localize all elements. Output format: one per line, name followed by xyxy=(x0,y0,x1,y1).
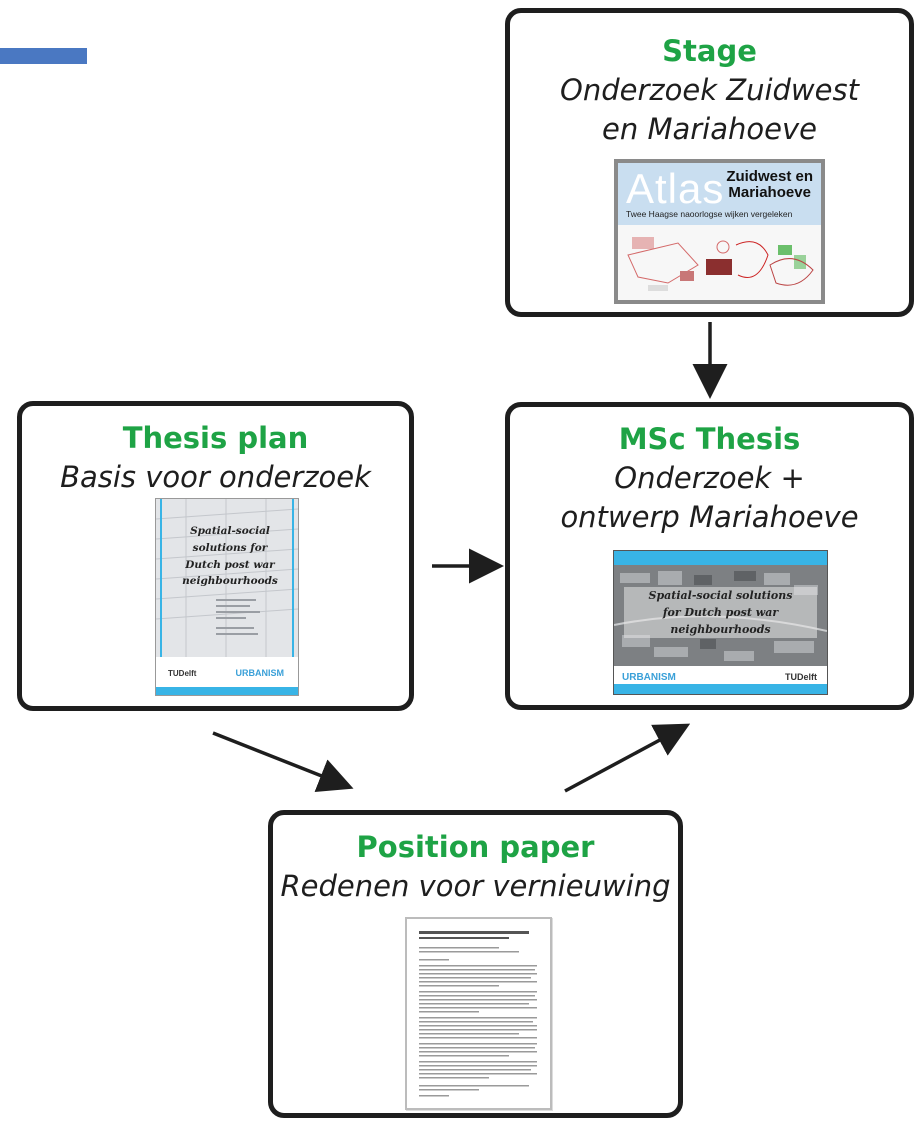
atlas-subtitle: Twee Haagse naoorlogse wijken vergeleken xyxy=(626,209,793,219)
stage-title: Stage xyxy=(662,34,757,68)
msc-title: MSc Thesis xyxy=(618,422,801,456)
plan-urbanism-logo: URBANISM xyxy=(235,668,285,678)
plan-cover-title-line2: solutions for xyxy=(192,541,268,554)
msc-subtitle-line1: Onderzoek + xyxy=(614,460,805,495)
plan-cover-bottom-bar xyxy=(156,687,298,695)
msc-cover-logo-strip xyxy=(614,666,827,684)
atlas-cover-image: Atlas Zuidwest en Mariahoeve Twee Haagse… xyxy=(614,159,825,304)
accent-bar xyxy=(0,48,87,64)
atlas-name-line1: Zuidwest en xyxy=(726,168,813,185)
msc-cover-title: Spatial-social solutions for Dutch post … xyxy=(624,587,817,639)
plan-cover-title-line4: neighbourhoods xyxy=(182,575,278,588)
atlas-name-line2: Mariahoeve xyxy=(728,183,811,201)
msc-cover-bottom-bar xyxy=(614,684,827,694)
position-paper-page-image xyxy=(405,917,552,1110)
atlas-map-graphic xyxy=(627,237,814,291)
paper-text-lines xyxy=(419,931,537,1097)
stage-subtitle-line1: Onderzoek Zuidwest xyxy=(560,72,859,107)
msc-subtitle-line2: ontwerp Mariahoeve xyxy=(560,499,859,534)
msc-cover-title-line3: neighbourhoods xyxy=(670,623,771,637)
arrow-position-to-msc xyxy=(564,723,691,793)
plan-cover-border-right xyxy=(292,499,294,695)
msc-cover-top-bar xyxy=(614,551,827,565)
position-paper-title: Position paper xyxy=(356,830,595,864)
plan-cover-title-line1: Spatial-social xyxy=(190,525,270,537)
atlas-cover-header xyxy=(618,163,821,225)
msc-urbanism-logo: URBANISM xyxy=(622,672,676,683)
thesis-plan-cover-image: Spatial-social solutions for Dutch post … xyxy=(155,498,299,696)
atlas-big-title: Atlas xyxy=(626,165,725,212)
plan-cover-border-left xyxy=(160,499,162,695)
thesis-plan-title: Thesis plan xyxy=(122,421,309,455)
box-stage: Stage Onderzoek Zuidwest en Mariahoeve A… xyxy=(505,8,914,317)
msc-cover-title-line2: for Dutch post war xyxy=(662,606,779,620)
atlas-name: Zuidwest en Mariahoeve xyxy=(726,169,813,201)
plan-tudelft-logo: TUDelft xyxy=(168,669,197,678)
plan-cover-logo-strip xyxy=(156,657,298,687)
plan-cover-title: Spatial-social solutions for Dutch post … xyxy=(178,523,282,590)
thesis-plan-subtitle: Basis voor onderzoek xyxy=(60,459,371,494)
box-position-paper: Position paper Redenen voor vernieuwing xyxy=(268,810,683,1118)
stage-subtitle-line2: en Mariahoeve xyxy=(602,111,817,146)
box-thesis-plan: Thesis plan Basis voor onderzoek Spatial… xyxy=(17,401,414,711)
plan-cover-title-line3: Dutch post war xyxy=(185,558,275,571)
msc-cover-image: Spatial-social solutions for Dutch post … xyxy=(613,550,828,695)
position-paper-subtitle: Redenen voor vernieuwing xyxy=(280,868,671,903)
box-msc-thesis: MSc Thesis Onderzoek + ontwerp Mariahoev… xyxy=(505,402,914,710)
plan-cover-photo xyxy=(156,499,298,659)
arrow-plan-to-position xyxy=(212,731,354,792)
msc-tudelft-logo: TUDelft xyxy=(785,672,817,682)
msc-cover-title-line1: Spatial-social solutions xyxy=(648,589,793,602)
